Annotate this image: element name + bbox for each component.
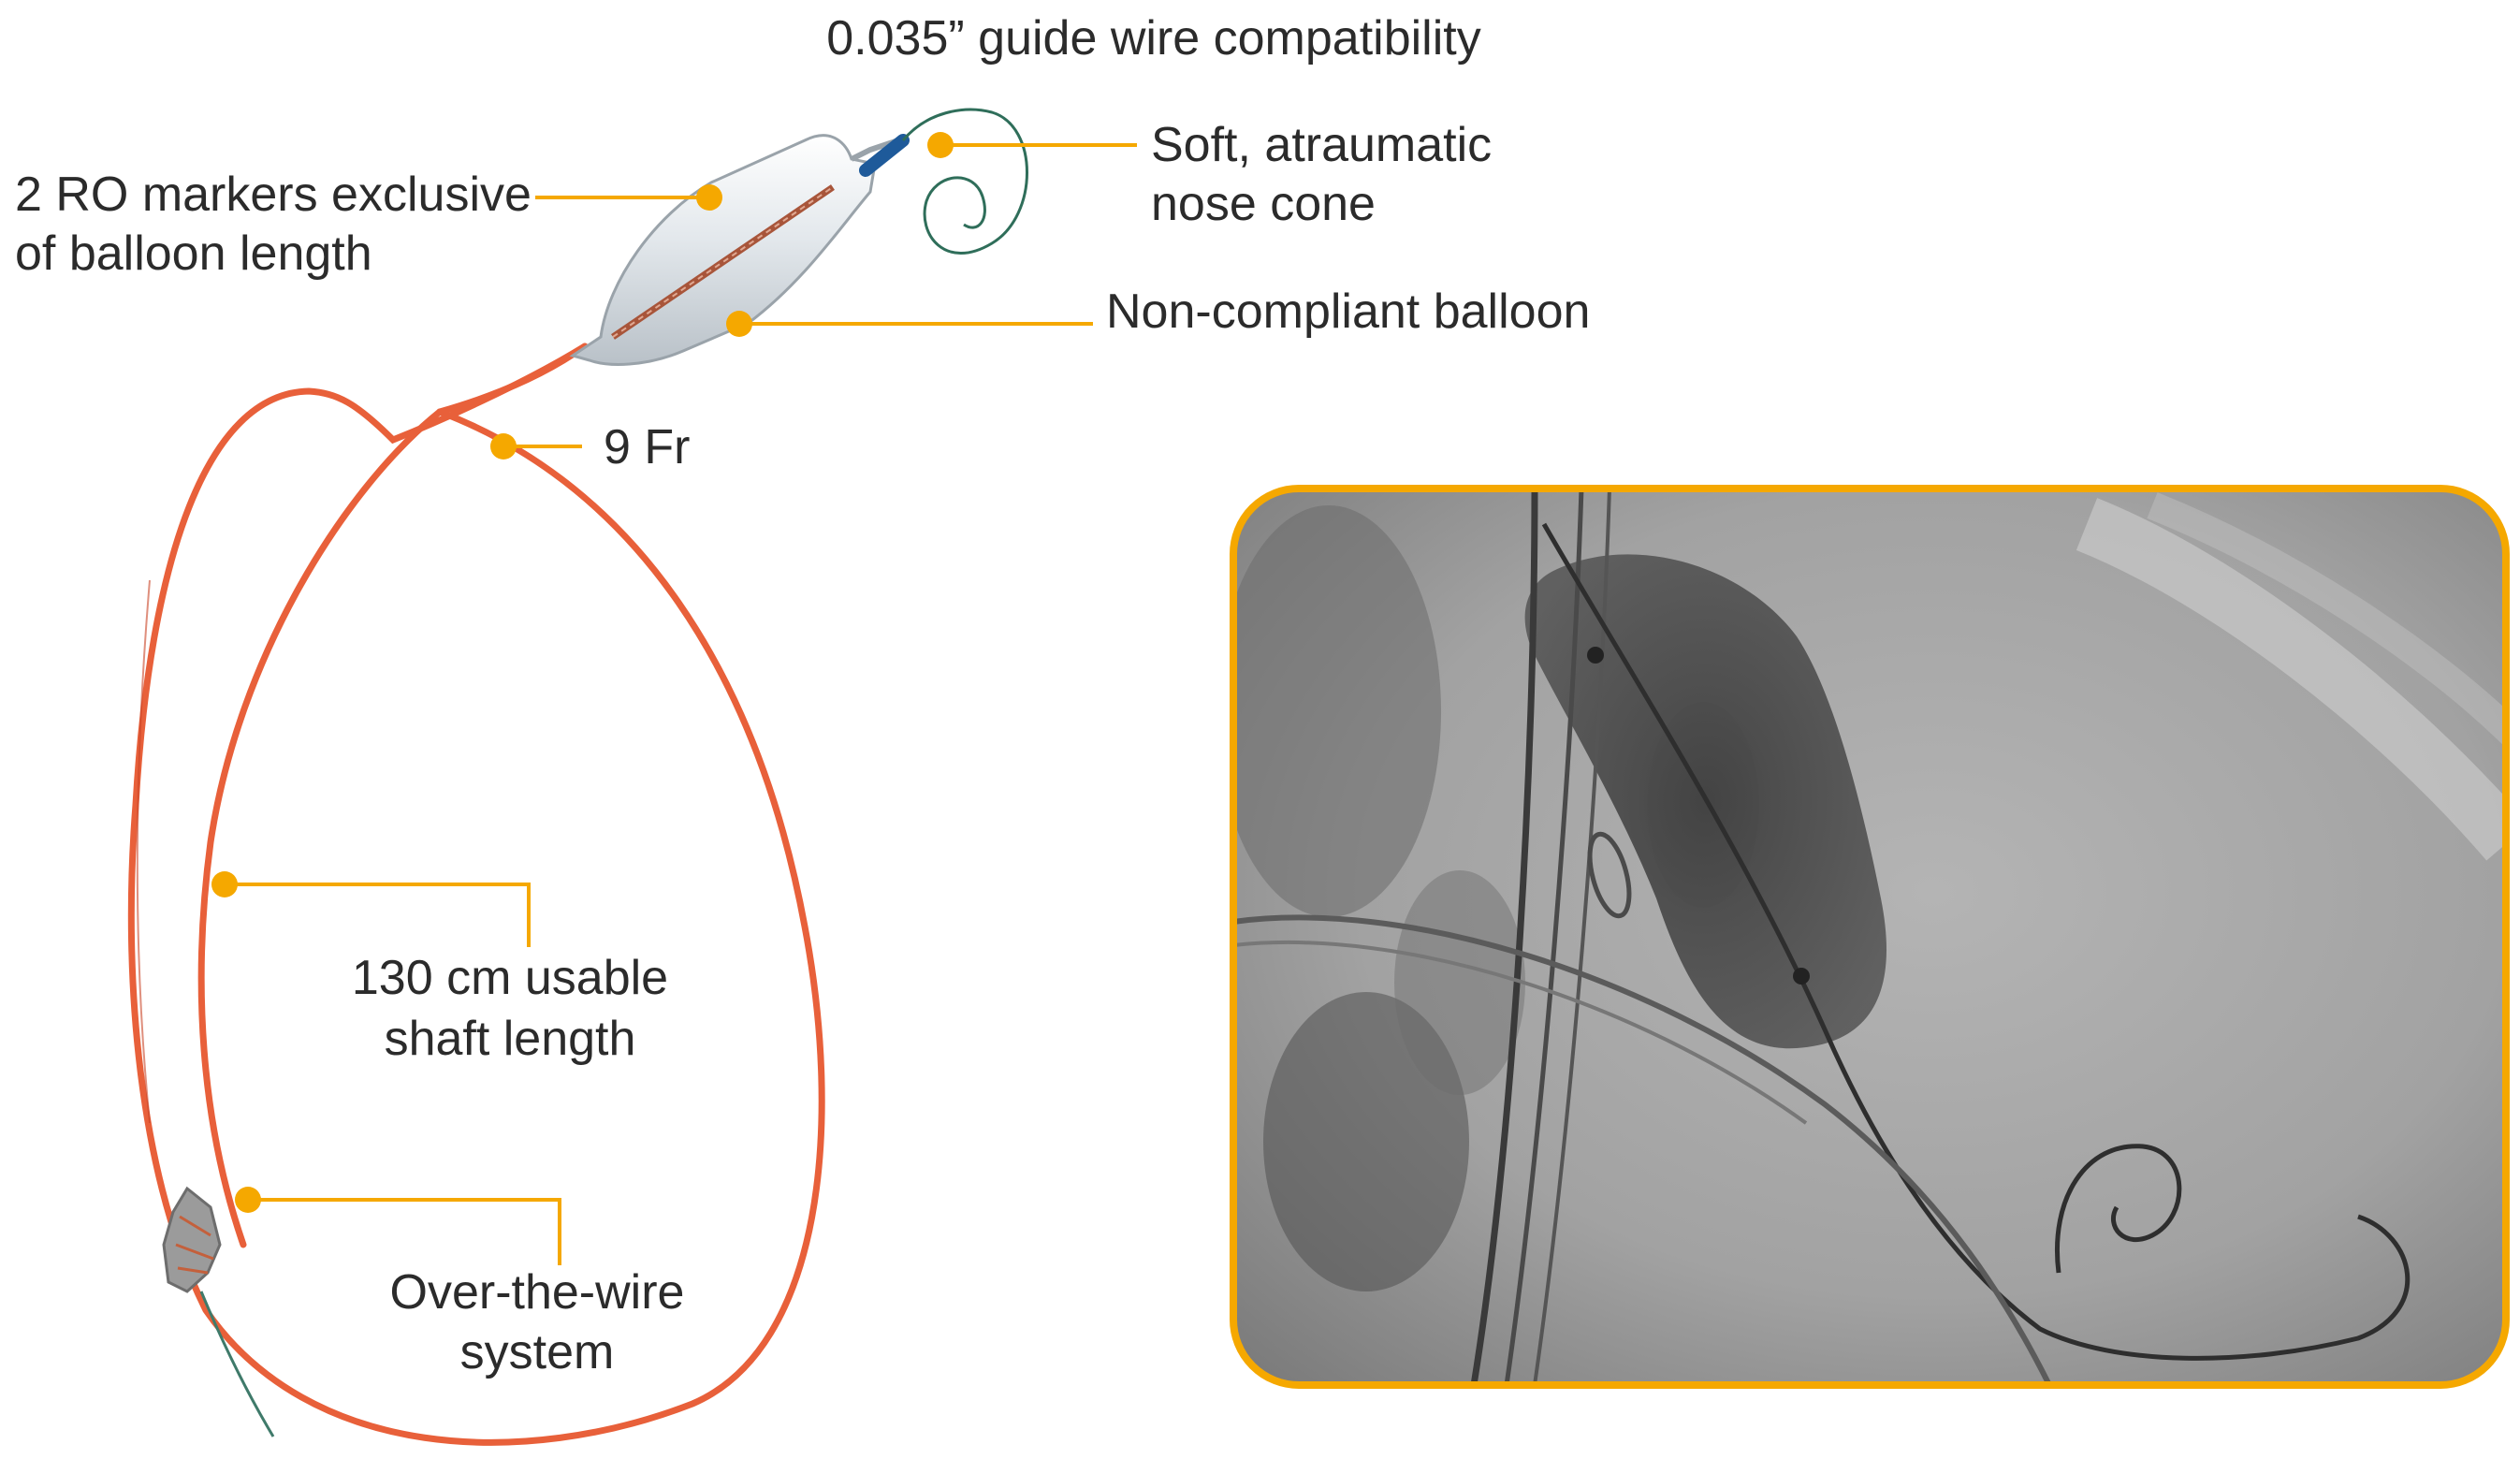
- label-guidewire: 0.035” guide wire compatibility: [826, 11, 1480, 66]
- label-nosecone-line2: nose cone: [1151, 177, 1376, 231]
- fluoroscopy-frame: [1230, 485, 2510, 1389]
- label-markers-line1: 2 RO markers exclusive: [15, 168, 532, 222]
- callout-dot-shaft: [211, 871, 238, 897]
- balloon: [569, 134, 899, 366]
- callout-dot-otw: [235, 1187, 261, 1213]
- label-shaft-line2: shaft length: [385, 1012, 636, 1066]
- label-markers-line2: of balloon length: [15, 226, 372, 281]
- label-balloon: Non-compliant balloon: [1106, 285, 1590, 339]
- catheter-shaft: [127, 343, 825, 1446]
- fluoroscopy-image: [1230, 485, 2510, 1389]
- guide-wire: [859, 108, 1028, 255]
- callout-dot-french: [490, 433, 517, 460]
- callout-labels: 0.035” guide wire compatibility Soft, at…: [15, 11, 1590, 1379]
- label-shaft-line1: 130 cm usable: [352, 951, 668, 1005]
- label-otw-line2: system: [460, 1325, 615, 1379]
- callout-leaders: [211, 132, 1137, 1265]
- label-otw-line1: Over-the-wire: [390, 1265, 685, 1320]
- callout-dot-markers: [696, 184, 722, 211]
- catheter-hub: [162, 1186, 275, 1437]
- callout-dot-nosecone: [927, 132, 954, 158]
- label-french-size: 9 Fr: [604, 420, 690, 474]
- label-nosecone-line1: Soft, atraumatic: [1151, 118, 1492, 172]
- callout-dot-balloon: [726, 311, 752, 337]
